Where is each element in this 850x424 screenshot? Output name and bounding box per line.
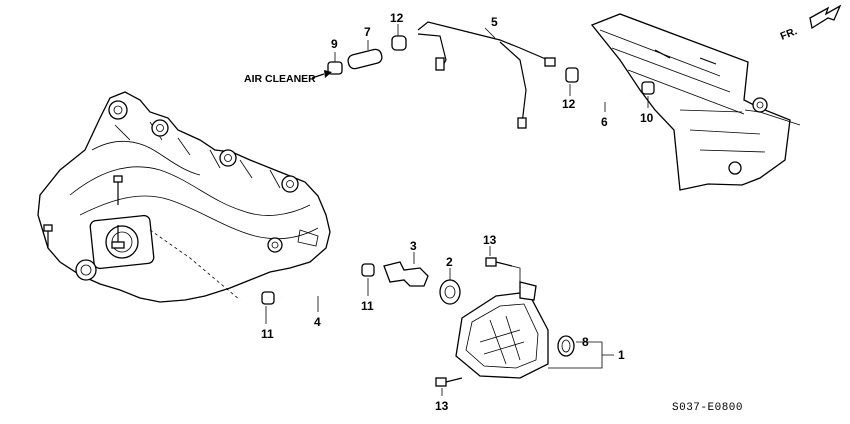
callout-3: 3 (410, 239, 417, 253)
clamp-12-top (391, 24, 407, 51)
grommet-2 (439, 268, 461, 305)
callout-2: 2 (446, 255, 453, 269)
breather-pipe-assembly (417, 21, 556, 129)
callout-12-top: 12 (390, 11, 404, 25)
callout-13-top: 13 (483, 233, 497, 247)
pcv-valve-3 (383, 252, 429, 287)
callout-9: 9 (331, 37, 338, 51)
o-ring-8 (557, 335, 575, 357)
callout-bracket-1-8 (548, 341, 614, 369)
diagram-code: S037-E0800 (672, 402, 743, 414)
air-cleaner-arrow (311, 70, 332, 79)
intake-manifold (37, 91, 331, 303)
callout-12-right: 12 (562, 97, 576, 111)
callout-11-left: 11 (261, 327, 274, 341)
callout-7: 7 (364, 25, 371, 39)
callout-11-right: 11 (361, 299, 374, 313)
callout-10: 10 (640, 111, 654, 125)
clip-11-left (261, 291, 275, 324)
front-direction-arrow (809, 4, 842, 30)
clamp-12-right (565, 67, 579, 96)
callout-1: 1 (618, 348, 625, 362)
bolt-13-bottom (435, 377, 463, 396)
hose-4 (281, 273, 364, 312)
callout-6: 6 (601, 115, 608, 129)
clip-9 (327, 52, 343, 75)
callout-13-bottom: 13 (435, 399, 449, 413)
clamp-10 (641, 81, 655, 108)
cylinder-head (590, 13, 801, 191)
bolt-13-top (485, 246, 521, 290)
hose-7 (347, 40, 383, 70)
oil-separator-cover (455, 281, 549, 379)
callout-5: 5 (491, 15, 498, 29)
hose-6 (581, 82, 631, 98)
callout-4: 4 (314, 315, 321, 329)
front-direction-label: FR. (779, 25, 799, 42)
clip-11-right (361, 263, 375, 296)
air-cleaner-label: AIR CLEANER (244, 73, 316, 85)
callout-8: 8 (582, 335, 589, 349)
